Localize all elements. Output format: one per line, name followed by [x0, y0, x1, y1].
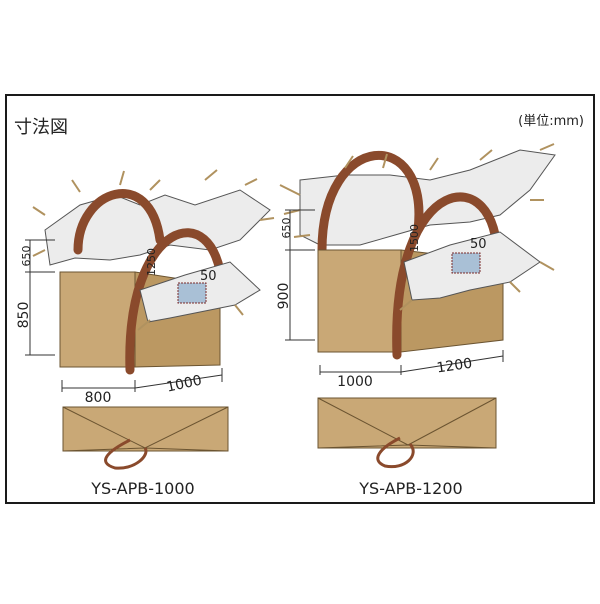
- unit-label: (単位:mm): [518, 113, 584, 129]
- bag-1000-dim-patch: 50: [200, 269, 217, 284]
- bag-1000-strings: [32, 169, 275, 331]
- bag-1000: 650 850 1250 50 800 1000: [16, 169, 275, 406]
- bag-1200: 650 900 1500 50 1000 1200: [276, 143, 556, 390]
- bag-1000-dim-top: 650: [20, 246, 33, 267]
- bag-1200-strings: [279, 143, 555, 311]
- bag-1000-spout-cord: [104, 438, 148, 470]
- bag-1000-dim-loop: 1250: [145, 248, 158, 276]
- bag-1000-document-patch: [177, 282, 207, 304]
- bag-1000-model-label: YS-APB-1000: [90, 479, 194, 498]
- bag-1200-back-loop: [317, 150, 424, 255]
- bag-1200-document-patch: [451, 252, 481, 274]
- bag-1000-front: [59, 271, 136, 368]
- bag-1200-dim-loop: 1500: [408, 224, 421, 252]
- bag-1200-model-label: YS-APB-1200: [358, 479, 462, 498]
- bag-1000-dim-depth: 800: [85, 390, 112, 406]
- bag-1000-dim-width: 1000: [165, 373, 203, 396]
- bag-1200-dim-patch: 50: [470, 237, 487, 252]
- page-title: 寸法図: [14, 117, 68, 138]
- bag-1200-dim-width: 1200: [436, 356, 474, 377]
- bag-1200-dim-height: 900: [276, 283, 292, 310]
- bag-1000-base-dimlines: [61, 368, 223, 392]
- bag-1000-bottom-view: YS-APB-1000: [62, 406, 229, 498]
- bag-1200-bottom-view: YS-APB-1200: [317, 397, 497, 498]
- bag-1000-front-loop: [125, 228, 227, 375]
- bag-1200-front: [317, 249, 402, 353]
- bag-1000-height-dimlines: [25, 239, 55, 356]
- bag-1200-dim-depth: 1000: [337, 374, 373, 390]
- bag-1000-dim-height: 850: [16, 302, 32, 329]
- bag-1200-spout-cord: [376, 436, 415, 469]
- bag-1200-base-dimlines: [319, 350, 504, 375]
- bag-1200-height-dimlines: [285, 209, 315, 341]
- bag-1200-dim-top: 650: [280, 218, 293, 239]
- bag-1000-back-loop: [73, 189, 165, 255]
- bag-1200-front-loop: [392, 192, 502, 360]
